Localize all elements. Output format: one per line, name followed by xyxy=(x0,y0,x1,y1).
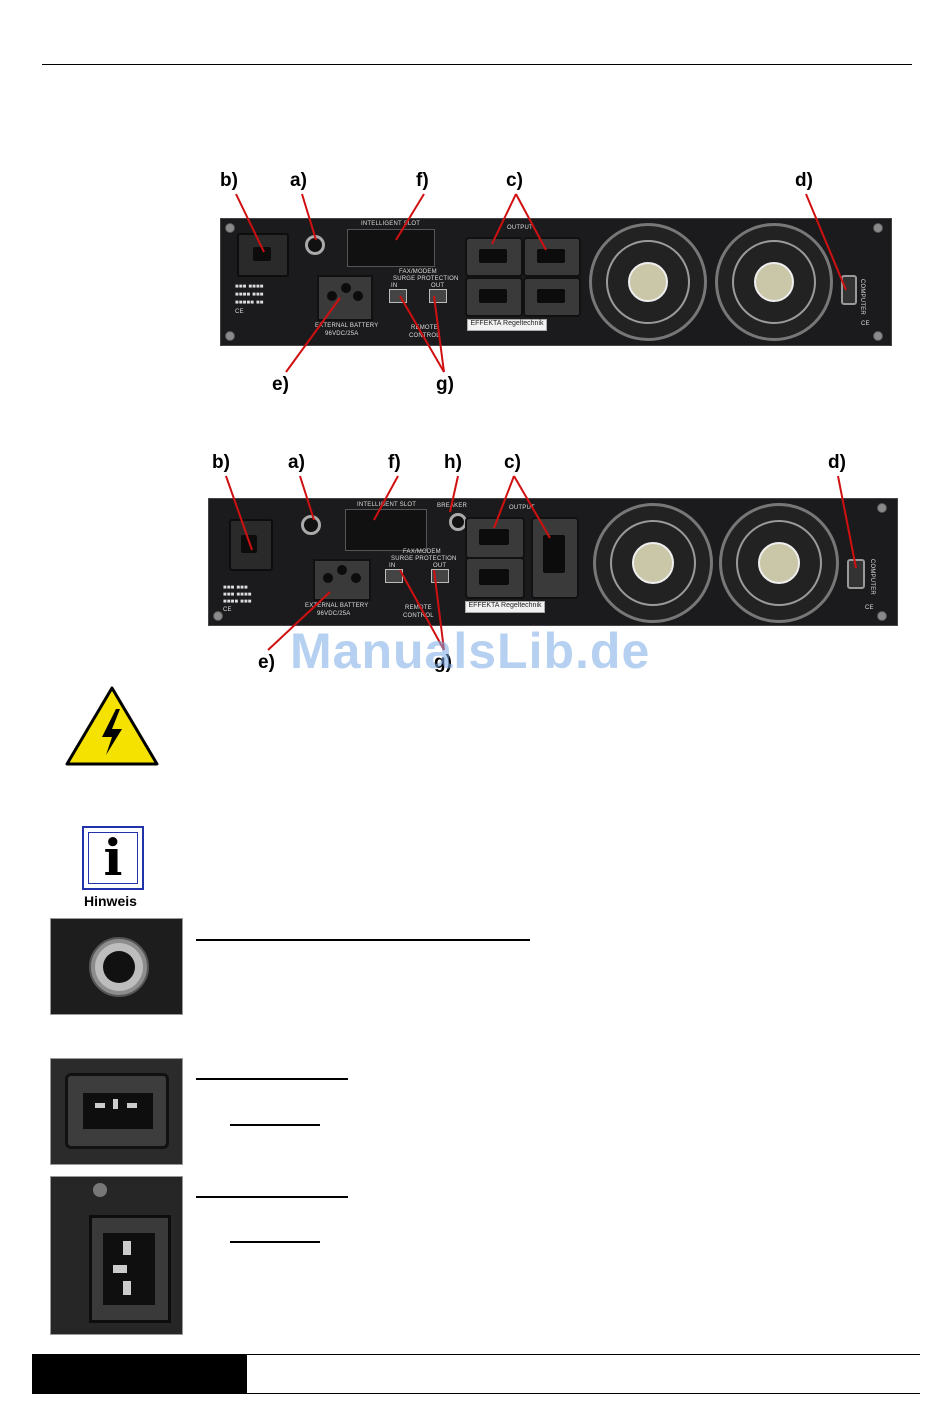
watermark: ManualsLib.de xyxy=(290,623,651,679)
ce-mark: CE xyxy=(235,309,244,315)
output-label: OUTPUT xyxy=(509,505,535,511)
screw-icon xyxy=(873,223,883,233)
footer-black-block xyxy=(32,1355,247,1393)
callout-a: a) xyxy=(290,170,307,191)
screw-icon xyxy=(225,223,235,233)
reset-button-photo xyxy=(50,918,183,1015)
section-underline xyxy=(196,1196,348,1198)
section-underline xyxy=(196,939,530,941)
ups-rear-panel-bottom: ■■■ ■■■■■■ ■■■■■■■■ ■■■ CE INTELLIGENT S… xyxy=(208,498,898,626)
callout-f: f) xyxy=(416,170,429,191)
info-caption: Hinweis xyxy=(84,893,137,909)
external-battery-connector xyxy=(313,559,371,601)
computer-port xyxy=(841,275,857,305)
external-battery-connector xyxy=(317,275,373,321)
callout-lines-bottom xyxy=(225,475,857,651)
output-socket xyxy=(465,557,525,599)
callout-lines-top xyxy=(235,193,847,373)
section-underline xyxy=(196,1078,348,1080)
footer-rule-top xyxy=(32,1354,920,1355)
screw-icon xyxy=(213,611,223,621)
output-label: OUTPUT xyxy=(507,225,533,231)
callout-g: g) xyxy=(434,652,452,673)
fax-modem-label: FAX/MODEM xyxy=(403,549,441,555)
computer-label: COMPUTER xyxy=(859,279,865,315)
footer-rule-bottom xyxy=(32,1393,920,1394)
reset-button xyxy=(301,515,321,535)
callout-h: h) xyxy=(444,452,462,473)
callout-g: g) xyxy=(436,374,454,395)
callout-b: b) xyxy=(212,452,230,473)
screw-icon xyxy=(877,611,887,621)
battery-spec-label: 96VDC/25A xyxy=(317,611,351,617)
ac-input-photo-large xyxy=(50,1176,183,1335)
port-out-label: OUT xyxy=(431,283,445,289)
callout-f: f) xyxy=(388,452,401,473)
ups-rear-panel-top: ■■■ ■■■■■■■■ ■■■■■■■■ ■■ CE INTELLIGENT … xyxy=(220,218,892,346)
callout-c: c) xyxy=(506,170,523,191)
callout-e: e) xyxy=(258,652,275,673)
remote-label: REMOTE xyxy=(411,325,438,331)
section-underline xyxy=(230,1241,320,1243)
output-socket-16a xyxy=(531,517,579,599)
port-out-label: OUT xyxy=(433,563,447,569)
rating-label: ■■■ ■■■■■■ ■■■■■■■■ ■■■ xyxy=(223,585,252,605)
surge-label: SURGE PROTECTION xyxy=(391,556,457,562)
brand-plate: EFFEKTA Regeltechnik xyxy=(465,601,545,613)
callout-a: a) xyxy=(288,452,305,473)
external-battery-label: EXTERNAL BATTERY xyxy=(305,603,369,609)
port-in-label: IN xyxy=(391,283,398,289)
cooling-fan-icon xyxy=(593,503,713,623)
brand-plate: EFFEKTA Regeltechnik xyxy=(467,319,547,331)
port-in-label: IN xyxy=(389,563,396,569)
surge-label: SURGE PROTECTION xyxy=(393,276,459,282)
info-glyph: i xyxy=(103,828,123,887)
info-icon: i xyxy=(82,826,144,890)
screw-icon xyxy=(873,331,883,341)
intelligent-slot-label: INTELLIGENT SLOT xyxy=(357,502,417,508)
section-underline xyxy=(230,1124,320,1126)
battery-spec-label: 96VDC/25A xyxy=(325,331,359,337)
cooling-fan-icon xyxy=(719,503,839,623)
cooling-fan-icon xyxy=(715,223,833,341)
remote-label: REMOTE xyxy=(405,605,432,611)
callout-e: e) xyxy=(272,374,289,395)
rating-label: ■■■ ■■■■■■■■ ■■■■■■■■ ■■ xyxy=(235,284,264,306)
callout-d: d) xyxy=(828,452,846,473)
ac-input-photo-small xyxy=(50,1058,183,1165)
high-voltage-warning-icon xyxy=(65,686,159,766)
ac-input-socket xyxy=(237,233,289,277)
computer-port xyxy=(847,559,865,589)
computer-label: COMPUTER xyxy=(869,559,875,595)
ce-mark: CE xyxy=(861,321,870,327)
screw-icon xyxy=(225,331,235,341)
intelligent-slot xyxy=(345,509,427,551)
external-battery-label: EXTERNAL BATTERY xyxy=(315,323,379,329)
ce-mark: CE xyxy=(223,607,232,613)
fax-modem-label: FAX/MODEM xyxy=(399,269,437,275)
output-socket xyxy=(465,277,523,317)
output-socket xyxy=(523,237,581,277)
callout-c: c) xyxy=(504,452,521,473)
ce-mark: CE xyxy=(865,605,874,611)
control-label: CONTROL xyxy=(403,613,434,619)
intelligent-slot xyxy=(347,229,435,267)
screw-icon xyxy=(877,503,887,513)
intelligent-slot-label: INTELLIGENT SLOT xyxy=(361,221,421,227)
callout-b: b) xyxy=(220,170,238,191)
header-rule xyxy=(42,64,912,65)
output-socket xyxy=(523,277,581,317)
callout-d: d) xyxy=(795,170,813,191)
cooling-fan-icon xyxy=(589,223,707,341)
